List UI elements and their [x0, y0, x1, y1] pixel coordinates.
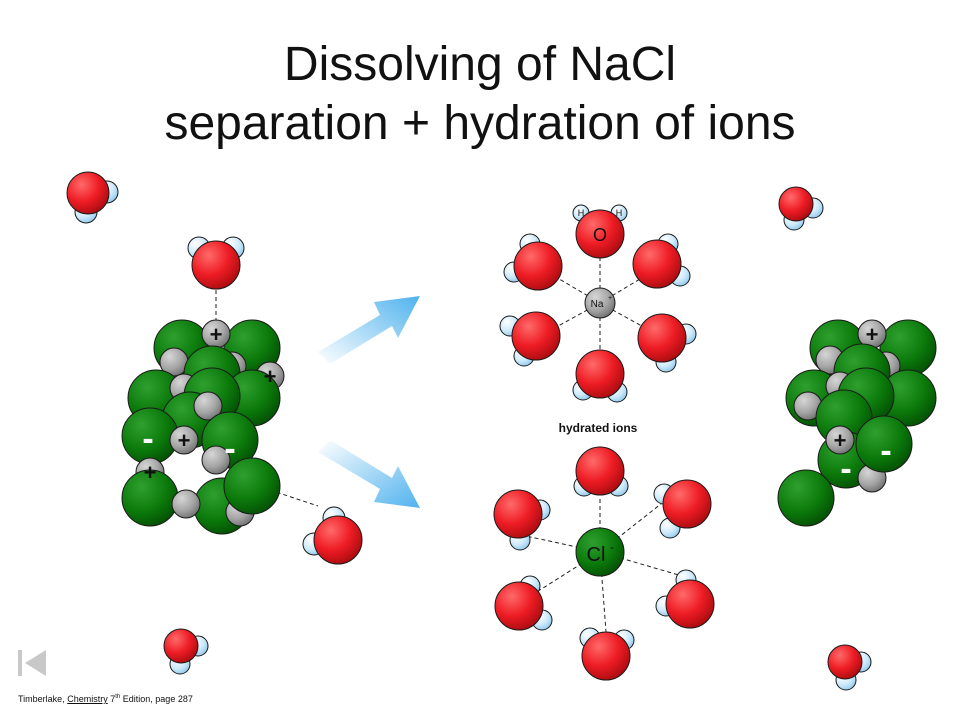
- plus-sign: +: [144, 460, 157, 485]
- water-molecule: [187, 236, 245, 290]
- minus-sign: -: [840, 450, 851, 488]
- hydrated-ions-label: hydrated ions: [559, 421, 638, 435]
- water-molecule: [302, 506, 363, 565]
- minus-sign: -: [224, 430, 235, 468]
- nacl-crystal-left: [121, 319, 285, 535]
- plus-sign: +: [834, 428, 847, 453]
- chloride-charge-label: -: [610, 540, 614, 554]
- oxygen-label: O: [593, 225, 607, 245]
- first-slide-icon[interactable]: [16, 646, 48, 678]
- water-molecule: [778, 186, 824, 231]
- chloride-ion-label: Cl: [587, 544, 606, 566]
- hydrogen-label: H: [578, 208, 585, 218]
- plus-sign: +: [210, 322, 223, 347]
- citation: Timberlake, Chemistry 7th Edition, page …: [18, 694, 193, 704]
- water-molecule: [66, 171, 119, 224]
- citation-edition-suffix: th: [115, 694, 121, 700]
- nacl-crystal-right: [777, 319, 937, 527]
- minus-sign: -: [182, 450, 193, 488]
- title-line-1: Dissolving of NaCl: [283, 38, 677, 91]
- plus-sign: +: [178, 428, 191, 453]
- water-molecule: [827, 644, 872, 691]
- title-line-2: separation + hydration of ions: [164, 97, 796, 150]
- sodium-ion-label: Na: [591, 299, 604, 310]
- plus-sign: +: [866, 322, 879, 347]
- minus-sign: -: [880, 432, 891, 470]
- citation-book-link[interactable]: Chemistry: [67, 694, 108, 704]
- arrow-up-icon: [318, 296, 420, 364]
- hydrated-sodium-ion: [499, 204, 697, 403]
- water-molecule: [163, 628, 209, 675]
- citation-rest: Edition, page 287: [122, 694, 193, 704]
- hydrated-chloride-ion: [493, 446, 715, 681]
- citation-author: Timberlake,: [18, 694, 65, 704]
- arrow-down-icon: [318, 440, 420, 508]
- citation-edition: 7: [110, 694, 116, 704]
- plus-sign: +: [264, 364, 277, 389]
- sodium-charge-label: +: [608, 295, 612, 302]
- minus-sign: -: [142, 420, 153, 458]
- hydrogen-label: H: [616, 208, 623, 218]
